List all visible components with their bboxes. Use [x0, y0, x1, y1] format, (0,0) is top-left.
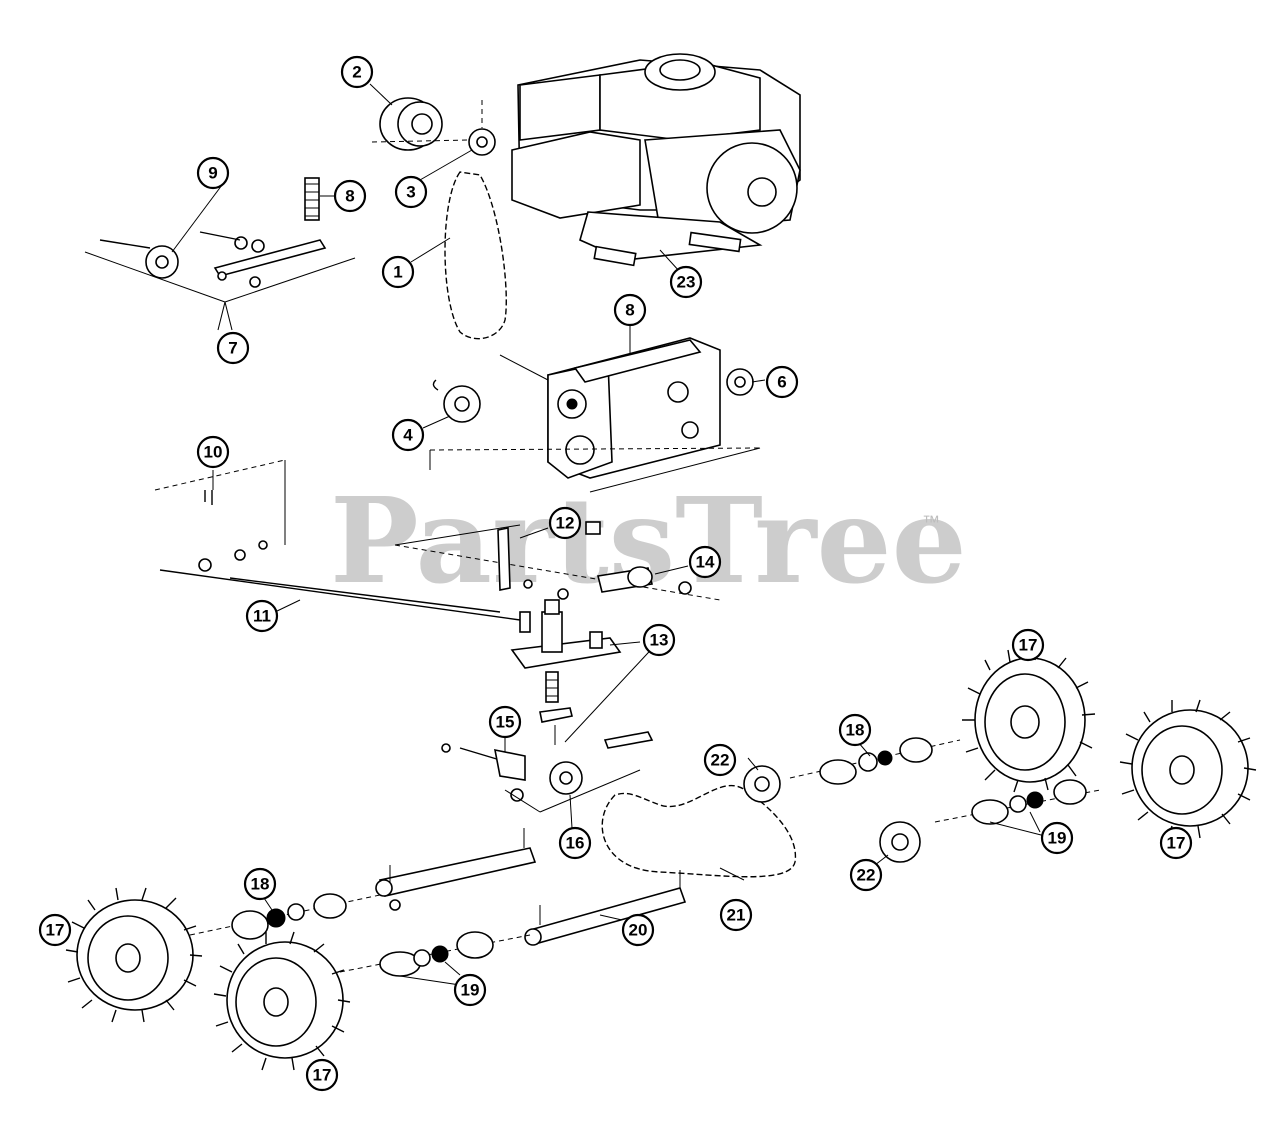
callout-21: 21	[719, 898, 753, 932]
callout-20: 20	[621, 913, 655, 947]
drive-chain-upper	[444, 171, 507, 340]
svg-text:18: 18	[251, 875, 270, 894]
engine-sprocket	[468, 100, 496, 156]
svg-text:16: 16	[566, 834, 585, 853]
svg-text:6: 6	[777, 373, 786, 392]
callout-19-right: 19	[1040, 821, 1074, 855]
callout-11: 11	[245, 599, 279, 633]
svg-text:19: 19	[461, 981, 480, 1000]
svg-text:7: 7	[228, 339, 237, 358]
svg-text:17: 17	[46, 921, 65, 940]
gearbox-housing	[429, 337, 761, 493]
callout-13: 13	[642, 623, 676, 657]
callout-17-bottom-front: 17	[305, 1058, 339, 1092]
svg-text:8: 8	[625, 301, 634, 320]
svg-text:22: 22	[857, 866, 876, 885]
svg-text:9: 9	[208, 164, 217, 183]
tire-upper-right-rear	[962, 647, 1096, 793]
callout-2: 2	[340, 55, 374, 89]
callout-1: 1	[381, 255, 415, 289]
svg-text:17: 17	[1167, 834, 1186, 853]
tire-lower-left-rear	[65, 887, 203, 1023]
callout-18-right: 18	[838, 713, 872, 747]
callout-8-spring: 8	[333, 179, 367, 213]
callout-7: 7	[216, 331, 250, 365]
callout-4: 4	[391, 418, 425, 452]
svg-text:10: 10	[204, 443, 223, 462]
svg-text:19: 19	[1048, 829, 1067, 848]
callout-16: 16	[558, 826, 592, 860]
left-axle-group	[189, 828, 687, 986]
svg-text:22: 22	[711, 751, 730, 770]
callout-14: 14	[688, 545, 722, 579]
watermark-text: PartsTree	[330, 471, 967, 610]
svg-text:8: 8	[345, 187, 354, 206]
drive-chain-lower	[601, 784, 797, 878]
engine-assembly	[511, 53, 801, 267]
mounting-bracket	[510, 599, 661, 745]
callout-6: 6	[765, 365, 799, 399]
svg-text:17: 17	[313, 1066, 332, 1085]
svg-text:23: 23	[677, 273, 696, 292]
svg-text:4: 4	[403, 426, 413, 445]
shift-linkage	[154, 459, 721, 621]
callout-12: 12	[548, 506, 582, 540]
callout-9: 9	[196, 156, 230, 190]
svg-text:15: 15	[496, 713, 515, 732]
watermark-trademark: ™	[922, 512, 940, 532]
svg-text:2: 2	[352, 63, 361, 82]
svg-text:17: 17	[1019, 636, 1038, 655]
right-axle-group	[743, 737, 1101, 863]
callout-23: 23	[669, 265, 703, 299]
tire-lower-left-front	[213, 931, 351, 1071]
callout-22-upper: 22	[703, 743, 737, 777]
svg-text:21: 21	[727, 906, 746, 925]
svg-text:1: 1	[393, 263, 402, 282]
lower-idler	[441, 731, 654, 813]
callout-19-left: 19	[453, 973, 487, 1007]
idler-assembly	[84, 177, 356, 331]
tire-upper-right-front	[1119, 699, 1257, 839]
svg-text:13: 13	[650, 631, 669, 650]
callout-17-top-front: 17	[1159, 826, 1193, 860]
callout-18-left: 18	[243, 867, 277, 901]
callout-15: 15	[488, 705, 522, 739]
callout-17-top-rear: 17	[1011, 628, 1045, 662]
callout-8-gearbox: 8	[613, 293, 647, 327]
callout-22-lower: 22	[849, 858, 883, 892]
svg-text:20: 20	[629, 921, 648, 940]
callout-10: 10	[196, 435, 230, 469]
callout-3: 3	[394, 175, 428, 209]
callout-17-bottom-rear: 17	[38, 913, 72, 947]
svg-text:12: 12	[556, 514, 575, 533]
pulley	[371, 97, 471, 151]
svg-text:14: 14	[696, 553, 715, 572]
svg-text:3: 3	[406, 183, 415, 202]
leader-lines	[171, 83, 1041, 976]
svg-text:11: 11	[253, 607, 271, 626]
svg-text:18: 18	[846, 721, 865, 740]
